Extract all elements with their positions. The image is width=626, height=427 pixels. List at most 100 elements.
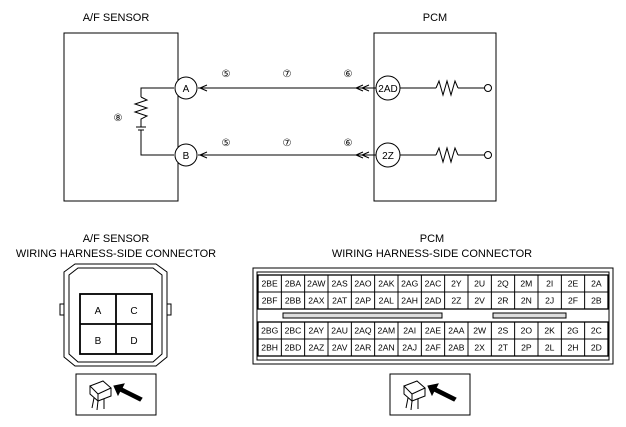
pcm-pin-label: 2I [546,279,553,289]
pcm-pin-label: 2U [474,279,485,289]
pcm-pin-label: 2AY [309,326,325,336]
pcm-resistor-lower [400,146,492,164]
heater-circuit-number: ⑧ [114,113,123,124]
pcm-pin-label: 2AA [448,326,465,336]
pcm-pin-label: 2BC [285,326,302,336]
pcm-pin-label: 2BG [261,326,279,336]
pcm-pin-label: 2AQ [354,326,372,336]
pcm-pin-label: 2AV [332,343,348,353]
pcm-pin-label: 2AO [354,279,372,289]
pcm-pin-label: 2AL [379,296,395,306]
wire-b-number-pcm-side: ⑥ [344,138,353,149]
pcm-pin-2ad-label: 2AD [378,84,397,95]
pcm-pin-label: 2H [568,343,579,353]
pcm-pin-label: 2E [568,279,579,289]
pcm-pin-label: 2C [591,326,602,336]
pcm-pin-label: 2O [521,326,533,336]
pcm-connector-title-line2: WIRING HARNESS-SIDE CONNECTOR [332,248,532,260]
pcm-pin-label: 2AU [331,326,348,336]
pcm-pin-label: 2AN [378,343,395,353]
pcm-pin-label: 2AJ [402,343,417,353]
pcm-connector-title-line1: PCM [420,233,444,245]
wire-a-number-pcm-side: ⑥ [344,69,353,80]
af-connector-title-line1: A/F SENSOR [83,233,150,245]
pcm-pin-label: 2Y [451,279,462,289]
pcm-title: PCM [423,12,447,24]
pcm-pin-label: 2AH [401,296,418,306]
pcm-pin-label: 2AW [307,279,326,289]
af-sensor-box [63,32,179,202]
pcm-connector-pin-grid: 2BE 2BA 2AW 2AS 2AO 2AK 2AG 2AC 2Y 2U 2Q 2M 2I 2E 2A 2B… [257,274,609,357]
af-connector-pin-c: C [130,306,137,317]
af-sensor-title: A/F SENSOR [83,12,150,24]
pcm-pin-cell [584,291,609,310]
pcm-pin-label: 2L [545,343,555,353]
pcm-pin-cell [584,338,609,357]
pcm-pin-label: 2AF [425,343,441,353]
af-connector-face [59,263,172,367]
pcm-pin-label: 2AR [355,343,372,353]
pcm-resistor-upper [400,79,492,97]
pcm-pin-label: 2AS [332,279,349,289]
pcm-pin-label: 2F [568,296,578,306]
pcm-pin-label: 2G [567,326,579,336]
af-connector-pin-d: D [130,336,137,347]
pcm-pin-label: 2BB [285,296,302,306]
pcm-pin-label: 2X [474,343,485,353]
pcm-pin-label: 2D [591,343,602,353]
wire-b-number-middle: ⑦ [283,138,292,149]
pcm-pin-label: 2AC [425,279,442,289]
wire-a-number-middle: ⑦ [283,69,292,80]
pcm-pin-label: 2B [591,296,602,306]
pcm-pin-label: 2AT [332,296,348,306]
af-connector-pin-b: B [95,336,102,347]
pcm-pin-label: 2BD [285,343,302,353]
af-heater-element [133,87,174,156]
af-connector-view-direction-icon [75,373,157,416]
pcm-pin-label: 2N [521,296,532,306]
pcm-pin-label: 2AG [401,279,419,289]
sensor-pin-b-label: B [183,151,190,162]
wire-a-to-2ad [198,84,376,92]
pcm-pin-label: 2AE [425,326,442,336]
pcm-box [373,32,497,202]
pcm-pin-label: 2BA [285,279,302,289]
pcm-pin-label: 2W [473,326,487,336]
pcm-pin-label: 2AP [355,296,372,306]
pcm-pin-label: 2AM [377,326,395,336]
pcm-pin-label: 2T [498,343,509,353]
pcm-pin-label: 2V [474,296,485,306]
pcm-pin-label: 2K [544,326,555,336]
pcm-connector-view-direction-icon [389,373,471,416]
pcm-pin-2z: 2Z [375,142,401,168]
pcm-pin-label: 2S [498,326,509,336]
wire-b-number-sensor-side: ⑤ [222,138,231,149]
pcm-pin-label: 2Z [451,296,461,306]
pcm-pin-label: 2AB [448,343,465,353]
wire-a-number-sensor-side: ⑤ [222,69,231,80]
pcm-pin-2ad: 2AD [375,75,401,101]
sensor-pin-a-label: A [183,84,190,95]
pcm-pin-label: 2M [520,279,532,289]
pcm-pin-label: 2AZ [308,343,324,353]
sensor-pin-a: A [174,76,198,100]
pcm-pin-label: 2BF [262,296,278,306]
pcm-pin-label: 2AX [308,296,325,306]
sensor-pin-b: B [174,143,198,167]
pcm-pin-label: 2BH [261,343,278,353]
pcm-pin-label: 2J [545,296,554,306]
pcm-pin-label: 2BE [262,279,279,289]
af-connector-pin-a: A [95,306,102,317]
pcm-pin-label: 2AD [425,296,442,306]
wire-b-to-2z [198,151,376,159]
pcm-pin-label: 2AI [403,326,416,336]
af-connector-title-line2: WIRING HARNESS-SIDE CONNECTOR [16,248,216,260]
pcm-pin-label: 2R [498,296,509,306]
pcm-pin-label: 2A [591,279,602,289]
pcm-pin-2z-label: 2Z [382,151,394,162]
pcm-pin-label: 2P [521,343,532,353]
pcm-pin-label: 2AK [378,279,395,289]
pcm-pin-label: 2Q [497,279,509,289]
